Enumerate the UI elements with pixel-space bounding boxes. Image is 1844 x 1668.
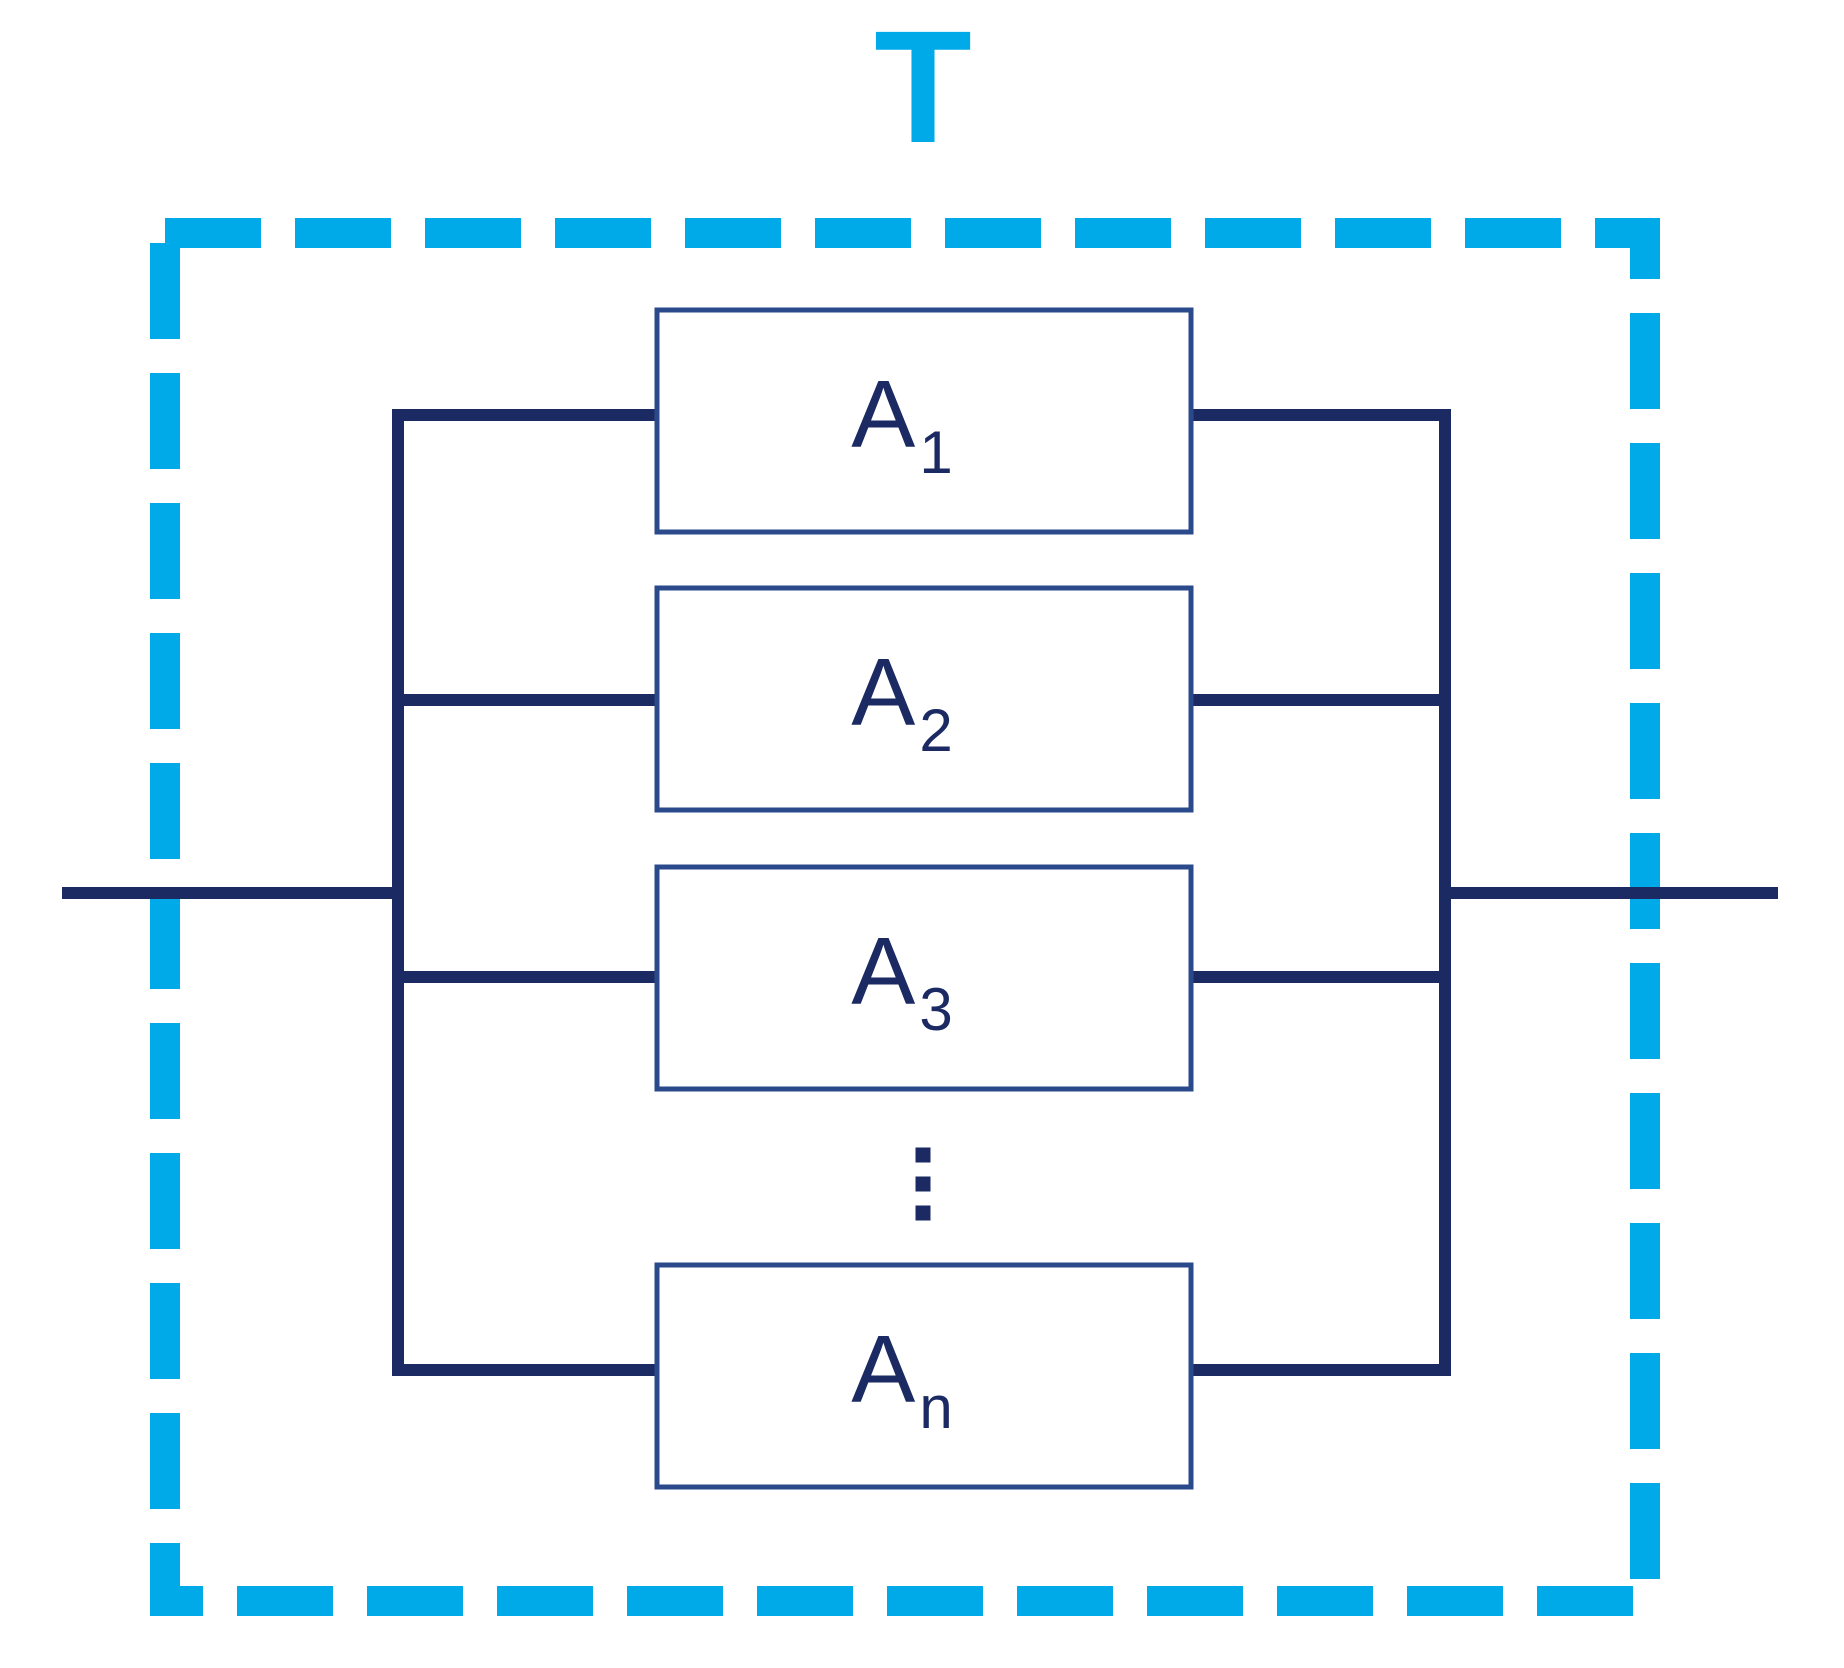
block-rect-a3[interactable] <box>654 864 1194 1092</box>
block-label-a3: A3 <box>851 918 952 1043</box>
system-boundary-rect <box>150 218 1660 1616</box>
block-a1[interactable]: A1 <box>398 307 1445 535</box>
block-label-subscript: n <box>919 1374 952 1441</box>
block-label-subscript: 3 <box>919 976 952 1043</box>
block-rect-a2[interactable] <box>654 585 1194 813</box>
ellipsis-dot-3 <box>915 1205 931 1221</box>
ellipsis-dot-1 <box>915 1147 931 1163</box>
block-label-subscript: 2 <box>919 697 952 764</box>
vertical-ellipsis <box>915 1147 931 1221</box>
block-label-subscript: 1 <box>919 419 952 486</box>
block-label-an: An <box>851 1316 952 1441</box>
block-rect-an[interactable] <box>654 1262 1194 1490</box>
block-a3[interactable]: A3 <box>398 864 1445 1092</box>
block-label-a2: A2 <box>851 639 952 764</box>
block-label-base: A <box>851 639 915 746</box>
block-label-base: A <box>851 361 915 468</box>
block-a2[interactable]: A2 <box>398 585 1445 813</box>
block-label-base: A <box>851 918 915 1025</box>
block-rect-a1[interactable] <box>654 307 1194 535</box>
block-label-base: A <box>851 1316 915 1423</box>
ellipsis-dot-2 <box>915 1176 931 1192</box>
block-label-a1: A1 <box>851 361 952 486</box>
system-title-label: T <box>874 0 972 176</box>
block-an[interactable]: An <box>398 1262 1445 1490</box>
